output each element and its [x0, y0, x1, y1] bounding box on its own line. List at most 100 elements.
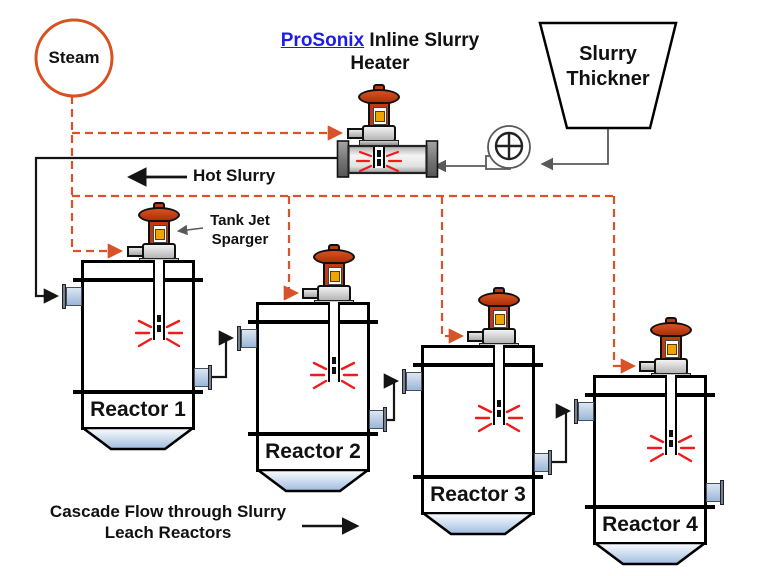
tube-tick-icon	[669, 440, 673, 447]
tube-tick-icon	[157, 315, 161, 322]
sparger-tube-icon	[328, 302, 340, 382]
steam-line-to-reactor1	[70, 96, 124, 259]
positioner-indicator-icon	[330, 271, 340, 282]
reactor-2-steam-valve	[302, 244, 356, 306]
sparger-tube-icon	[665, 375, 677, 455]
positioner-window-icon	[153, 225, 167, 243]
tube-tick-icon	[497, 400, 501, 407]
sparger-tube-icon	[153, 260, 165, 340]
valve-yoke-icon	[323, 262, 345, 287]
positioner-window-icon	[493, 310, 507, 328]
reactor3-to-reactor4-line	[552, 403, 572, 464]
tank-band-upper	[413, 363, 543, 367]
inlet-nozzle-icon	[66, 287, 82, 306]
inlet-nozzle-icon	[578, 402, 594, 421]
heater-sparger-tube-icon	[373, 147, 385, 168]
inlet-flange-icon	[402, 369, 406, 394]
tube-tick-icon	[669, 430, 673, 437]
valve-yoke-icon	[148, 220, 170, 245]
outlet-flange-icon	[383, 407, 387, 432]
inlet-flange-icon	[237, 326, 241, 351]
tank-jet-sparger-label: Tank Jet Sparger	[198, 211, 282, 249]
valve-yoke-icon	[488, 305, 510, 330]
inlet-nozzle-icon	[406, 372, 422, 391]
positioner-indicator-icon	[495, 314, 505, 325]
tube-tick-icon	[332, 367, 336, 374]
tank-band-lower	[413, 475, 543, 479]
feed-lines	[176, 128, 609, 236]
steam-line-to-reactor2	[283, 196, 300, 301]
prosonix-link[interactable]: ProSonix	[280, 30, 365, 51]
sparger-jets-icon	[475, 404, 523, 433]
steam-dashed-lines	[70, 96, 637, 374]
steam-line-to-reactor3	[440, 196, 465, 344]
positioner-window-icon	[373, 107, 387, 125]
heater-title: ProSonix Inline Slurry Heater	[280, 29, 480, 75]
positioner-indicator-icon	[667, 344, 677, 355]
steam-line-to-reactor4	[612, 196, 637, 374]
tank-cone-icon	[593, 542, 707, 566]
positioner-window-icon	[665, 340, 679, 358]
tube-tick-icon	[377, 150, 381, 157]
tank-band-upper	[585, 393, 715, 397]
heater-steam-valve	[347, 84, 401, 146]
reactor2-to-reactor3-line	[383, 373, 400, 422]
sparger-tube-icon	[493, 345, 505, 425]
reactor-label: Reactor 1	[90, 398, 186, 421]
heater-title-rest: Inline Slurry	[364, 30, 480, 51]
thickner-label-line2: Thickner	[566, 68, 650, 90]
reactor-2: Reactor 2	[237, 244, 387, 494]
pump-icon	[485, 125, 531, 170]
cascade-flow-label: Cascade Flow through Slurry Leach Reacto…	[36, 501, 300, 543]
sparger-jets-icon	[135, 319, 183, 348]
positioner-indicator-icon	[155, 229, 165, 240]
positioner-window-icon	[328, 267, 342, 285]
sparger-label-line1: Tank Jet	[210, 212, 270, 229]
reactor-label: Reactor 4	[602, 513, 698, 536]
positioner-indicator-icon	[375, 111, 385, 122]
outlet-flange-icon	[548, 450, 552, 475]
reactor-4-steam-valve	[639, 317, 693, 379]
tube-tick-icon	[157, 325, 161, 332]
slurry-lines	[34, 156, 572, 535]
thickner-label: Slurry Thickner	[547, 42, 669, 92]
thickner-label-line1: Slurry	[579, 43, 637, 65]
tank-band-lower	[73, 390, 203, 394]
sparger-jets-icon	[310, 361, 358, 390]
steam-label: Steam	[48, 48, 100, 67]
sparger-jets-icon	[647, 434, 695, 463]
valve-yoke-icon	[660, 335, 682, 360]
reactor1-to-reactor2-line	[212, 330, 235, 379]
reactor-label: Reactor 3	[430, 483, 526, 506]
tube-tick-icon	[497, 410, 501, 417]
thickner-vessel-icon	[538, 21, 678, 130]
tank-cone-icon	[81, 427, 195, 451]
reactor-1: Reactor 1	[62, 202, 212, 452]
sparger-callout-arrow	[176, 224, 204, 236]
reactor-3: Reactor 3	[402, 287, 552, 537]
heater-pipe-icon	[336, 140, 439, 178]
reactor-3-steam-valve	[467, 287, 521, 349]
steam-source-icon	[34, 18, 114, 98]
valve-yoke-icon	[368, 102, 390, 127]
inlet-flange-icon	[62, 284, 66, 309]
tank-band-lower	[248, 432, 378, 436]
inlet-flange-icon	[574, 399, 578, 424]
heater-jets-icon	[355, 150, 403, 173]
inlet-nozzle-icon	[241, 329, 257, 348]
sparger-label-line2: Sparger	[211, 231, 269, 248]
outlet-flange-icon	[720, 480, 724, 505]
cascade-label-line2: Leach Reactors	[104, 523, 232, 542]
tank-band-lower	[585, 505, 715, 509]
cascade-label-line1: Cascade Flow through Slurry	[49, 502, 287, 521]
reactor-label: Reactor 2	[265, 440, 361, 463]
tube-tick-icon	[377, 159, 381, 166]
tank-band-upper	[248, 320, 378, 324]
valve-flange-icon	[359, 140, 399, 146]
reactor-1-steam-valve	[127, 202, 181, 264]
hot-slurry-label: Hot Slurry	[193, 166, 276, 185]
hot-slurry-line	[34, 156, 347, 304]
outlet-flange-icon	[208, 365, 212, 390]
